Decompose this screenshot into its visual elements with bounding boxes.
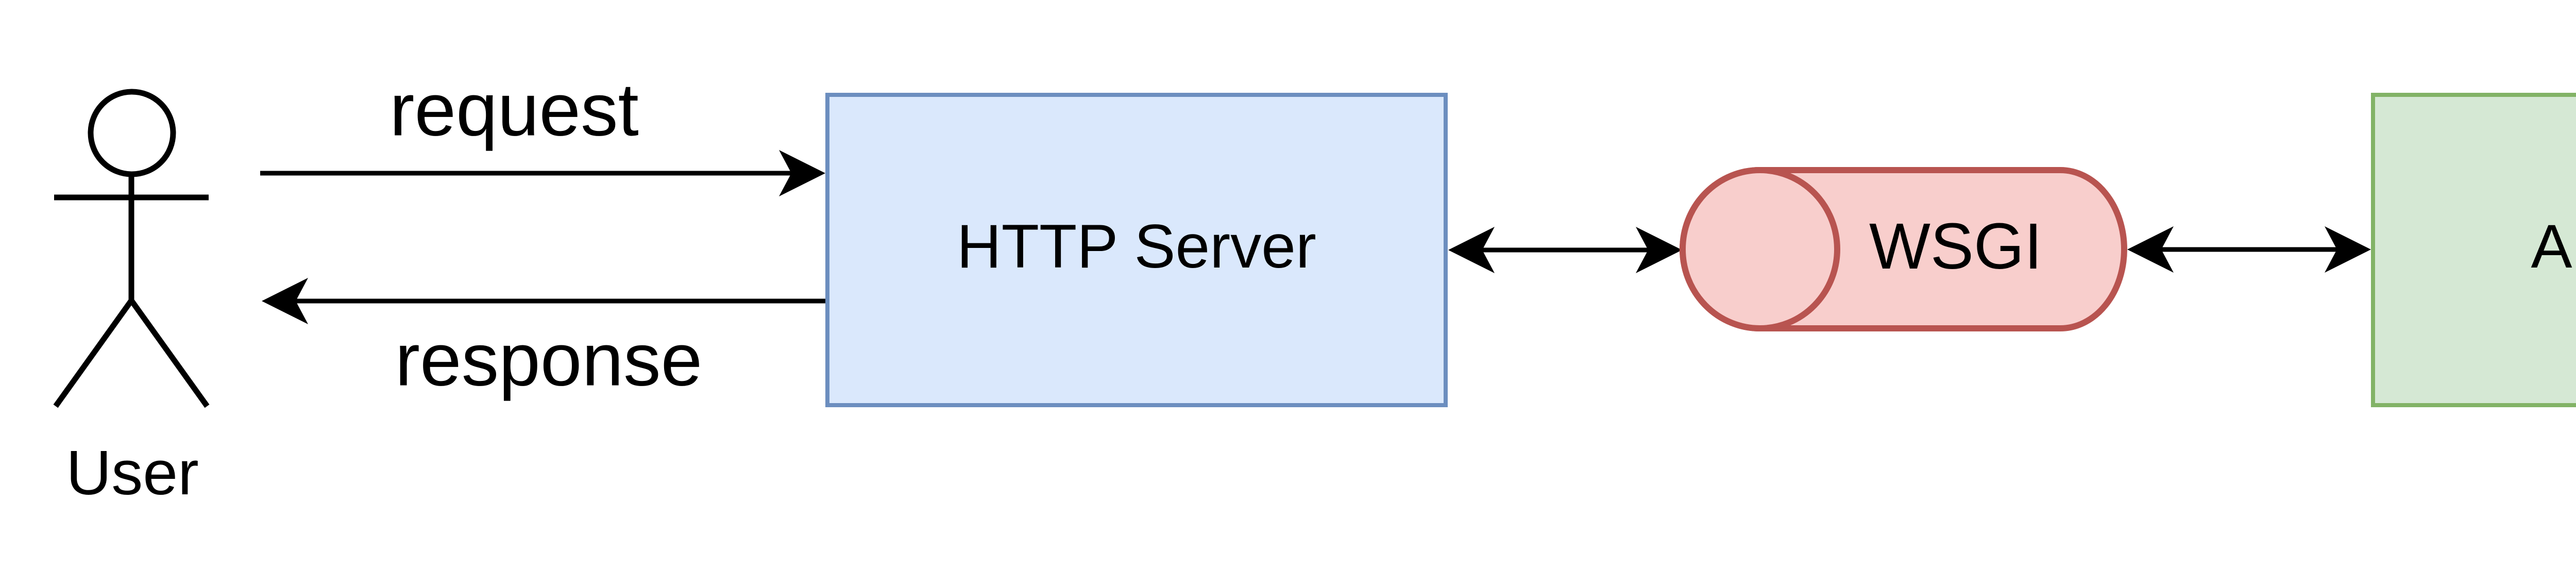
actor-leg-left (53, 298, 134, 408)
wsgi-cylinder-cap (1680, 167, 1840, 331)
response-arrowhead-icon (262, 278, 308, 324)
wsgi-app-arrowhead-right-icon (2325, 226, 2371, 273)
application-label: Application (2531, 212, 2576, 281)
wsgi-cylinder-shape (1680, 167, 2127, 331)
wsgi-app-double-arrow (2127, 226, 2371, 273)
wsgi-app-arrowhead-left-icon (2127, 226, 2174, 273)
actor-head (88, 89, 176, 177)
actor-leg-right (129, 298, 210, 408)
request-label: request (389, 68, 639, 152)
request-arrowhead-icon (779, 150, 825, 196)
request-arrow (260, 150, 825, 196)
node-application: Application (2371, 93, 2576, 407)
user-actor-label: User (66, 438, 199, 508)
http-server-label: HTTP Server (957, 212, 1316, 281)
http-wsgi-arrowhead-left-icon (1448, 227, 1495, 273)
user-actor-icon (53, 89, 210, 408)
http-wsgi-arrowhead-right-icon (1636, 227, 1682, 273)
wsgi-label: WSGI (1869, 210, 2042, 282)
http-wsgi-double-arrow (1448, 227, 1682, 273)
response-arrow (262, 278, 825, 324)
node-http-server: HTTP Server (825, 93, 1448, 407)
response-label: response (395, 318, 703, 402)
